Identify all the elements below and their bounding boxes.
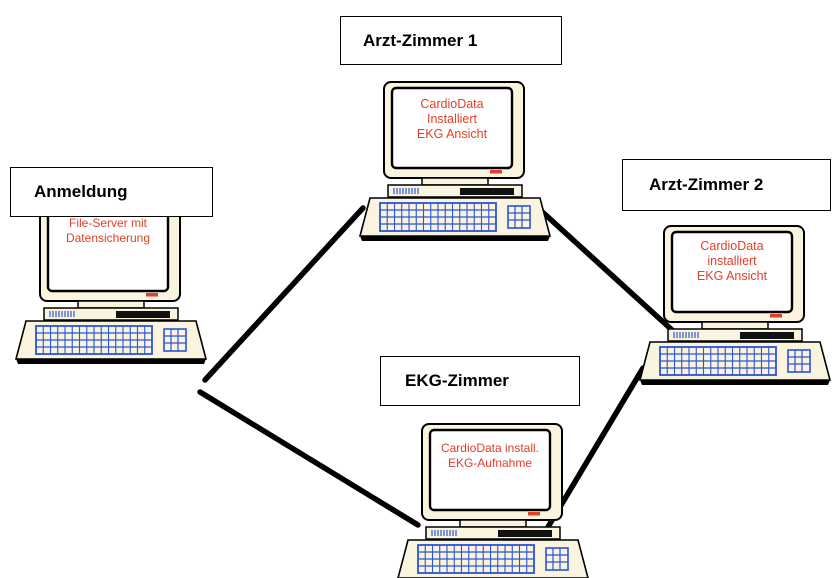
screen-text-line: File-Server mit (69, 216, 148, 230)
monitor-neck (77, 300, 145, 309)
label-arzt-zimmer-2: Arzt-Zimmer 2 (622, 159, 831, 211)
keyboard-keys (379, 202, 531, 232)
network-links (197, 205, 675, 530)
drive-slot (740, 332, 794, 339)
screen-text-line: installiert (707, 254, 757, 268)
network-link (197, 389, 421, 528)
screen-text-line: CardioData install. (441, 441, 539, 455)
monitor-screen (428, 428, 552, 512)
label-arzt-zimmer-1-text: Arzt-Zimmer 1 (363, 30, 478, 50)
keyboard-shadow (16, 359, 206, 364)
label-anmeldung-text: Anmeldung (34, 182, 128, 201)
monitor-screen (390, 86, 514, 170)
numpad (545, 547, 569, 571)
network-link (545, 365, 646, 530)
keyboard-keys (659, 346, 811, 376)
keyboard-shadow (640, 380, 830, 385)
drive-slot (116, 311, 170, 318)
power-led (528, 512, 540, 516)
screen-text-line: EKG Ansicht (697, 269, 768, 283)
numpad (787, 349, 811, 373)
screen-text-line: EKG-Aufnahme (448, 456, 532, 470)
network-link (535, 205, 675, 333)
label-ekg-zimmer-text: EKG-Zimmer (405, 371, 509, 390)
numpad (163, 328, 187, 352)
power-led (146, 293, 158, 297)
screen-text-line: CardioData (420, 97, 483, 111)
label-arzt-zimmer-2-text: Arzt-Zimmer 2 (649, 175, 764, 194)
numpad (507, 205, 531, 229)
network-link (202, 205, 366, 383)
label-ekg-zimmer: EKG-Zimmer (380, 356, 580, 406)
keyboard-keys (35, 325, 187, 355)
screen-text-line: Installiert (427, 112, 478, 126)
keyboard-shadow (360, 236, 550, 241)
monitor-neck (701, 321, 769, 330)
monitor-neck (421, 177, 489, 186)
screen-text-line: Datensicherung (66, 231, 150, 245)
label-arzt-zimmer-1: Arzt-Zimmer 1 (340, 16, 562, 65)
screen-text-line: EKG Ansicht (417, 127, 488, 141)
computer-ekg: CardioData install.EKG-Aufnahme (397, 423, 589, 578)
keyboard-keys (417, 544, 569, 574)
drive-slot (498, 530, 552, 537)
screen-text-line: CardioData (700, 239, 763, 253)
power-led (770, 314, 782, 318)
label-anmeldung: Anmeldung (10, 167, 213, 217)
drive-slot (460, 188, 514, 195)
power-led (490, 170, 502, 174)
monitor-screen (670, 230, 794, 314)
monitor-neck (459, 519, 527, 528)
